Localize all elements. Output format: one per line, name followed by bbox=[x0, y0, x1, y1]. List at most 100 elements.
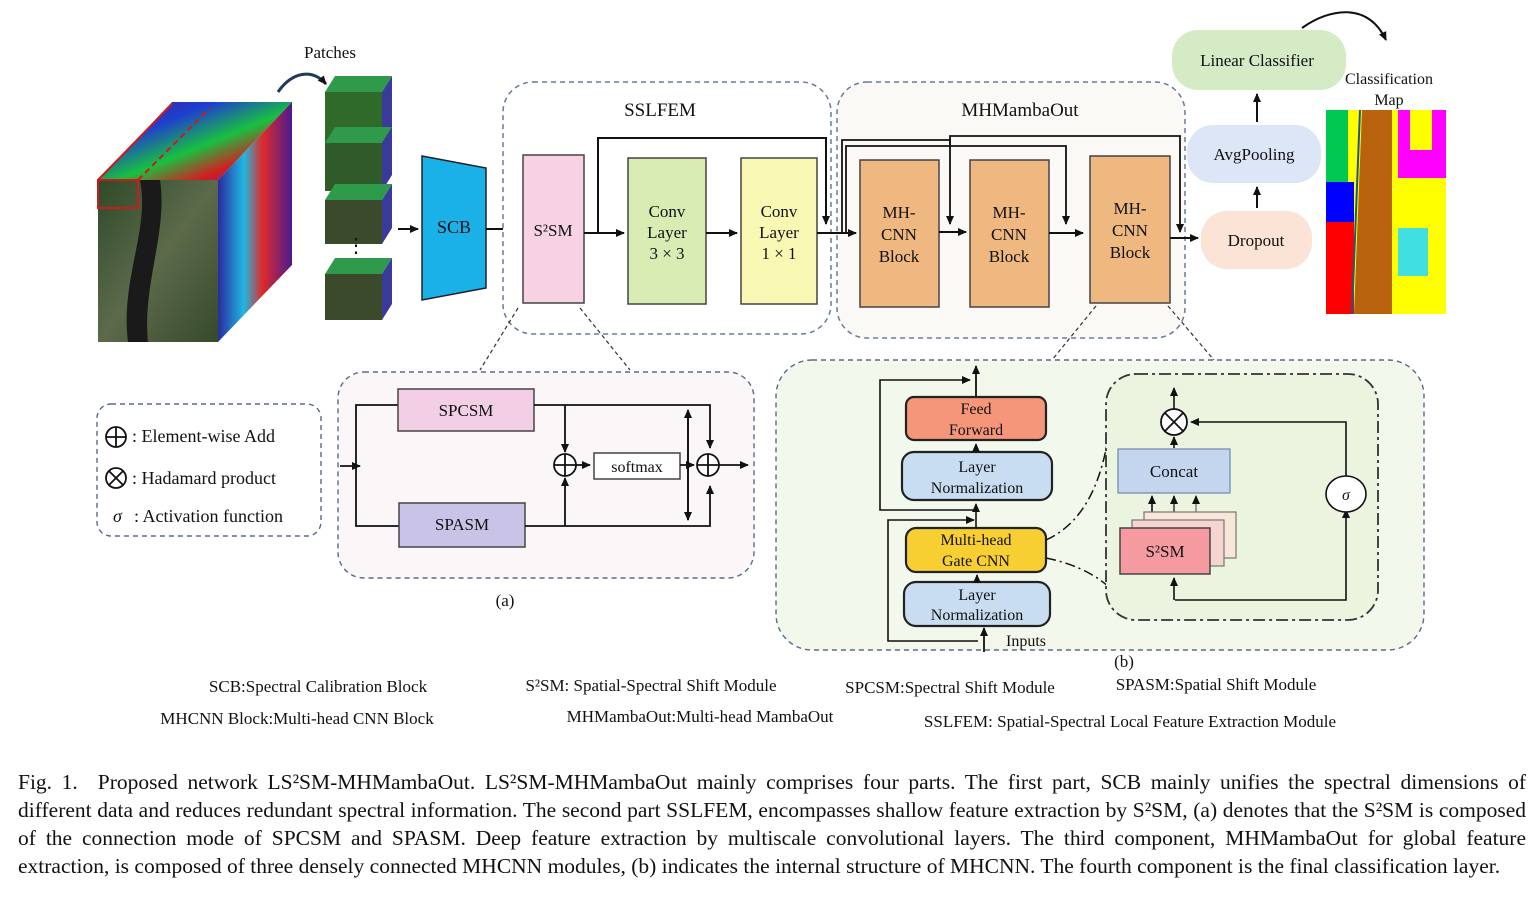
avgpooling-block bbox=[1187, 125, 1321, 183]
conv1x1-line1: Conv bbox=[761, 202, 798, 221]
caption-text: Proposed network LS²SM-MHMambaOut. LS²SM… bbox=[18, 770, 1526, 878]
svg-text:MH-: MH- bbox=[992, 203, 1025, 222]
spasm-block bbox=[398, 502, 526, 548]
panel-a-split-top bbox=[355, 404, 398, 466]
svg-text:CNN: CNN bbox=[991, 225, 1027, 244]
hadamard-symbol-icon bbox=[105, 467, 127, 489]
patch-stack: ⋮ bbox=[325, 76, 392, 320]
layer-norm-bottom-line1: Layer bbox=[958, 587, 996, 604]
figure-caption: Fig. 1.Proposed network LS²SM-MHMambaOut… bbox=[18, 768, 1526, 880]
s2sm-label: S²SM bbox=[533, 221, 572, 240]
svg-text:MH-: MH- bbox=[1113, 199, 1146, 218]
abbr-mhcnn: MHCNN Block:Multi-head CNN Block bbox=[160, 709, 434, 728]
layer-norm-bottom-line2: Normalization bbox=[931, 607, 1023, 624]
abbr-scb: SCB:Spectral Calibration Block bbox=[209, 677, 428, 696]
svg-text:Block: Block bbox=[1110, 243, 1151, 262]
patches-curved-arrow bbox=[276, 72, 328, 93]
inner-hadamard-icon bbox=[1160, 408, 1188, 436]
svg-text:CNN: CNN bbox=[881, 225, 917, 244]
concat-label: Concat bbox=[1150, 462, 1198, 481]
skip-connection-sslfem bbox=[597, 137, 830, 233]
panel-a-label: (a) bbox=[496, 591, 515, 610]
zoom-line-b-left bbox=[1051, 305, 1097, 361]
sigma-to-hadamard bbox=[1190, 418, 1347, 476]
conv3x3-line2: Layer bbox=[647, 223, 687, 242]
spcsm-block bbox=[397, 388, 535, 432]
panel-a-split-bottom bbox=[355, 466, 399, 527]
patch-4 bbox=[325, 258, 392, 320]
abbr-spcsm: SPCSM:Spectral Shift Module bbox=[845, 678, 1055, 697]
conv1x1-line3: 1 × 1 bbox=[761, 244, 796, 263]
legend-hadamard: : Hadamard product bbox=[132, 468, 276, 488]
abbr-mhmambaout: MHMambaOut:Multi-head MambaOut bbox=[567, 707, 834, 726]
sigma-label: σ bbox=[1342, 487, 1351, 504]
conv3x3-block bbox=[627, 157, 707, 305]
s2sm-block bbox=[522, 154, 585, 304]
feed-forward-line1: Feed bbox=[960, 401, 991, 418]
add-symbol-icon bbox=[105, 426, 127, 448]
layer-norm-top bbox=[900, 450, 1054, 502]
softmax-block bbox=[593, 452, 681, 480]
abbr-spasm: SPASM:Spatial Shift Module bbox=[1116, 675, 1317, 694]
concat-block bbox=[1117, 448, 1231, 494]
scb-block bbox=[421, 155, 487, 301]
layer-norm-top-line1: Layer bbox=[958, 459, 996, 476]
mhcnn-block-3: MH- CNN Block bbox=[1089, 155, 1171, 304]
classification-map-label-2: Map bbox=[1374, 92, 1403, 109]
conv1x1-block bbox=[740, 157, 818, 305]
svg-text:Block: Block bbox=[879, 247, 920, 266]
zoom-line-b-right bbox=[1167, 305, 1215, 361]
legend-activation: : Activation function bbox=[134, 506, 283, 526]
mhcnn-block-1: MH- CNN Block bbox=[859, 159, 940, 308]
svg-text:Block: Block bbox=[989, 247, 1030, 266]
legend-sigma-symbol: σ bbox=[113, 506, 123, 526]
inner-input-line bbox=[1175, 509, 1350, 601]
zoom-line-a-left bbox=[479, 307, 519, 371]
dropout-label: Dropout bbox=[1228, 231, 1285, 250]
patch-dots: ⋮ bbox=[346, 235, 366, 257]
panel-a-add-icon-2 bbox=[696, 453, 720, 477]
arrow-classifier-to-map bbox=[1301, 11, 1387, 41]
feed-forward-block bbox=[904, 395, 1048, 442]
s2sm-inner-block bbox=[1119, 527, 1211, 575]
conv3x3-line3: 3 × 3 bbox=[649, 244, 684, 263]
patch-2 bbox=[325, 127, 392, 191]
mhcnn-block-2: MH- CNN Block bbox=[969, 159, 1050, 308]
panel-b-inputs: Inputs bbox=[1006, 633, 1046, 650]
panel-b-residual-2 bbox=[879, 376, 976, 511]
dense-connection-2 bbox=[845, 145, 1070, 233]
spasm-out-line bbox=[525, 485, 714, 527]
zoom-line-a-right bbox=[579, 307, 631, 371]
abbr-s2sm: S²SM: Spatial-Spectral Shift Module bbox=[525, 676, 776, 695]
mhmambaout-title: MHMambaOut bbox=[961, 100, 1079, 121]
panel-b-label: (b) bbox=[1114, 652, 1134, 671]
hsi-cube-image bbox=[97, 102, 292, 342]
sslfem-title: SSLFEM bbox=[624, 100, 696, 121]
svg-text:MH-: MH- bbox=[882, 203, 915, 222]
spcsm-label: SPCSM bbox=[439, 401, 494, 420]
s2sm-inner-label: S²SM bbox=[1145, 542, 1184, 561]
feed-forward-line2: Forward bbox=[949, 422, 1003, 439]
spasm-label: SPASM bbox=[435, 515, 489, 534]
classification-map-image bbox=[1326, 109, 1446, 315]
layer-norm-top-line2: Normalization bbox=[931, 480, 1023, 497]
linear-classifier-block bbox=[1172, 30, 1346, 90]
dense-connection-3 bbox=[949, 135, 1184, 233]
legend-add: : Element-wise Add bbox=[132, 426, 275, 446]
classification-map-label-1: Classification bbox=[1345, 71, 1433, 88]
dense-connection-1 bbox=[841, 139, 954, 233]
patch-3 bbox=[325, 184, 392, 244]
svg-text:CNN: CNN bbox=[1112, 221, 1148, 240]
panel-a-add-icon-1 bbox=[553, 453, 577, 477]
patches-label: Patches bbox=[304, 43, 356, 62]
dropout-block bbox=[1201, 211, 1312, 269]
multi-head-line2: Gate CNN bbox=[942, 553, 1010, 570]
scb-label: SCB bbox=[437, 217, 471, 237]
avgpooling-label: AvgPooling bbox=[1214, 145, 1295, 164]
legend-box bbox=[96, 403, 322, 537]
caption-figure-number: Fig. 1. bbox=[18, 770, 78, 794]
multi-head-line1: Multi-head bbox=[940, 532, 1011, 549]
panel-b-residual-1 bbox=[887, 516, 978, 642]
spcsm-out-line bbox=[534, 404, 714, 449]
architecture-diagram: Patches ⋮ SCB SSLFEM MHMambaOut S²SM Con… bbox=[96, 11, 1446, 731]
